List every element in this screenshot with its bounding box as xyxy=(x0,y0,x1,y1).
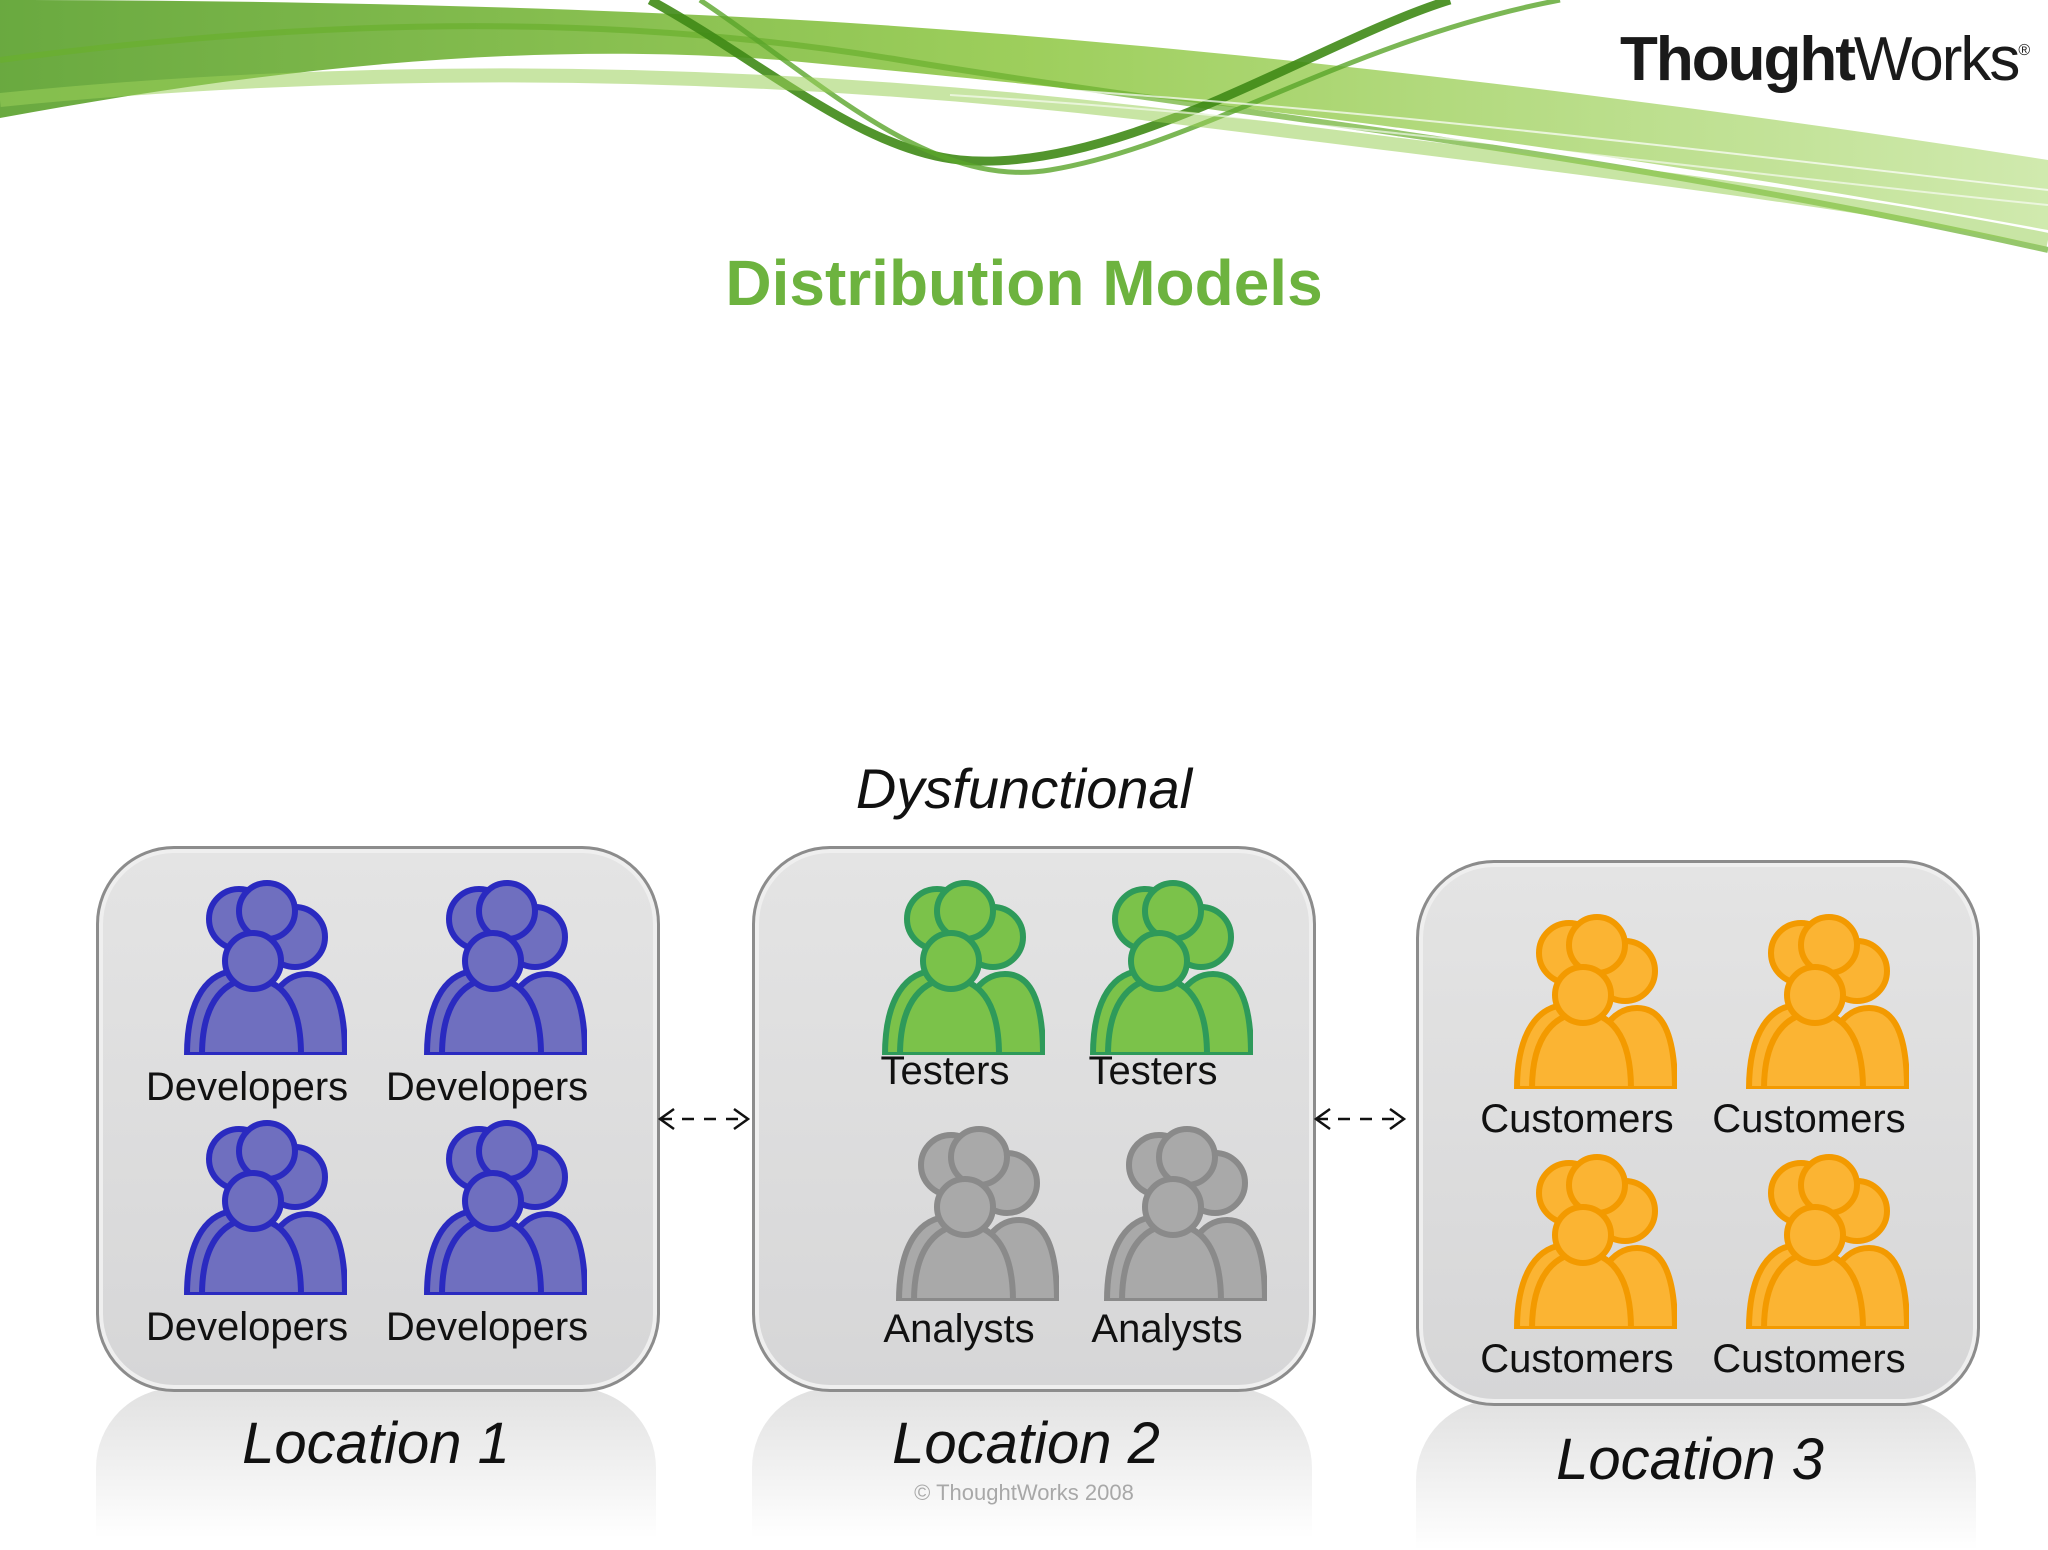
people-group-icon xyxy=(1087,1125,1267,1301)
analysts-group: Analysts xyxy=(859,1125,1059,1351)
group-label: Analysts xyxy=(1091,1307,1243,1351)
developers-group: Developers xyxy=(386,879,588,1109)
testers-group: Testers xyxy=(1053,879,1253,1093)
diagram-subtitle: Dysfunctional xyxy=(855,757,1193,820)
green-wave-banner xyxy=(0,0,2048,253)
customers-group: Customers xyxy=(1709,913,1909,1141)
location-1-label: Location 1 xyxy=(242,1411,510,1476)
developers-group: Developers xyxy=(146,879,348,1109)
group-label: Customers xyxy=(1480,1337,1674,1381)
people-group-icon xyxy=(167,879,347,1055)
people-group-icon xyxy=(407,879,587,1055)
people-group-icon xyxy=(167,1119,347,1295)
group-label: Customers xyxy=(1480,1097,1674,1141)
group-label: Developers xyxy=(385,1305,589,1349)
slide-title: Distribution Models xyxy=(725,247,1323,319)
thoughtworks-logo: ThoughtWorks® xyxy=(1620,24,2030,95)
group-label: Testers xyxy=(1088,1049,1218,1093)
testers-group: Testers xyxy=(845,879,1045,1093)
people-group-icon xyxy=(407,1119,587,1295)
logo-bold-text: Thought xyxy=(1620,25,1856,94)
bidirectional-arrow-icon xyxy=(1313,1107,1407,1131)
people-group-icon xyxy=(865,879,1045,1055)
group-label: Customers xyxy=(1712,1097,1906,1141)
people-group-icon xyxy=(1497,1153,1677,1329)
box-reflection xyxy=(96,1388,656,1538)
box-reflection xyxy=(1416,1400,1976,1550)
group-label: Customers xyxy=(1712,1337,1906,1381)
analysts-group: Analysts xyxy=(1067,1125,1267,1351)
location-2-box: Testers Testers Analysts Analysts xyxy=(752,846,1316,1392)
bidirectional-arrow-icon xyxy=(657,1107,751,1131)
people-group-icon xyxy=(1729,1153,1909,1329)
customers-group: Customers xyxy=(1709,1153,1909,1381)
copyright-footer: © ThoughtWorks 2008 xyxy=(914,1480,1134,1505)
people-group-icon xyxy=(879,1125,1059,1301)
location-3-box: Customers Customers Customers Customers xyxy=(1416,860,1980,1406)
people-group-icon xyxy=(1729,913,1909,1089)
registered-mark: ® xyxy=(2018,42,2030,59)
location-2-label: Location 2 xyxy=(892,1411,1160,1476)
location-3-label: Location 3 xyxy=(1556,1427,1824,1492)
customers-group: Customers xyxy=(1477,1153,1677,1381)
group-label: Testers xyxy=(880,1049,1010,1093)
location-1-box: Developers Developers Developers Develop… xyxy=(96,846,660,1392)
group-label: Developers xyxy=(145,1305,349,1349)
group-label: Analysts xyxy=(883,1307,1035,1351)
group-label: Developers xyxy=(385,1065,589,1109)
developers-group: Developers xyxy=(146,1119,348,1349)
logo-light-text: Works xyxy=(1853,25,2021,94)
group-label: Developers xyxy=(145,1065,349,1109)
box-reflection xyxy=(752,1388,1312,1538)
customers-group: Customers xyxy=(1477,913,1677,1141)
people-group-icon xyxy=(1497,913,1677,1089)
people-group-icon xyxy=(1073,879,1253,1055)
developers-group: Developers xyxy=(386,1119,588,1349)
